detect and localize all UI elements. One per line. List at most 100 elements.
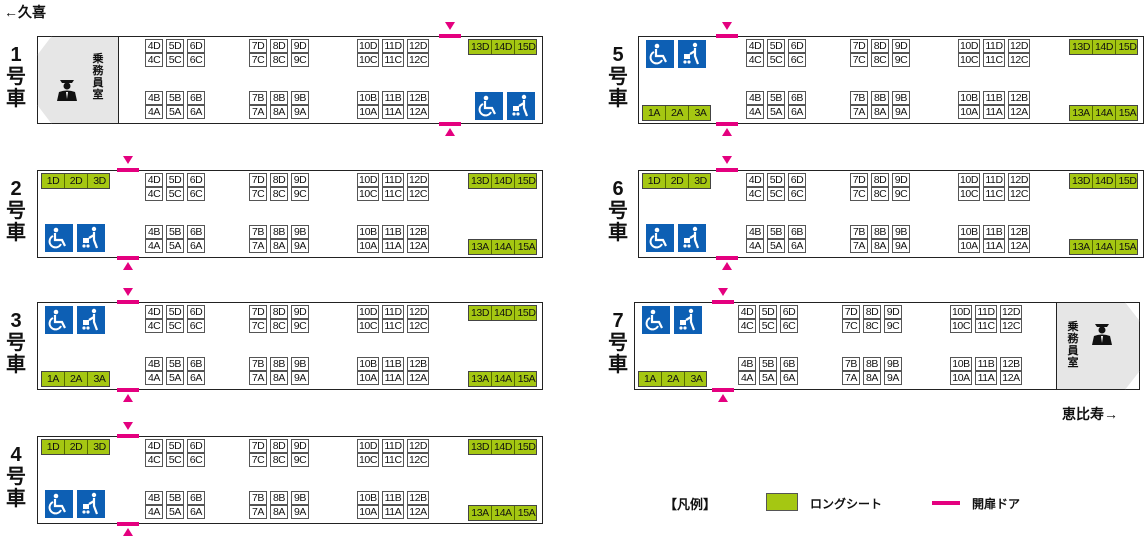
seat-6b[interactable]: 6B bbox=[187, 491, 205, 505]
seat-4c[interactable]: 4C bbox=[746, 187, 764, 201]
seat-8c[interactable]: 8C bbox=[871, 53, 889, 67]
seat-9c[interactable]: 9C bbox=[892, 187, 910, 201]
seat-7a[interactable]: 7A bbox=[842, 371, 860, 385]
seat-5b[interactable]: 5B bbox=[166, 491, 184, 505]
seat-4c[interactable]: 4C bbox=[738, 319, 756, 333]
seat-9b[interactable]: 9B bbox=[291, 91, 309, 105]
seat-5c[interactable]: 5C bbox=[166, 453, 184, 467]
seat-5c[interactable]: 5C bbox=[166, 53, 184, 67]
seat-5d[interactable]: 5D bbox=[166, 305, 184, 319]
seat-10d[interactable]: 10D bbox=[357, 173, 379, 187]
seat-4d[interactable]: 4D bbox=[746, 173, 764, 187]
seat-12a[interactable]: 12A bbox=[407, 239, 429, 253]
seat-11b[interactable]: 11B bbox=[983, 225, 1005, 239]
seat-6d[interactable]: 6D bbox=[187, 439, 205, 453]
seat-6c[interactable]: 6C bbox=[788, 53, 806, 67]
seat-10a[interactable]: 10A bbox=[958, 105, 980, 119]
seat-6a[interactable]: 6A bbox=[187, 239, 205, 253]
seat-10b[interactable]: 10B bbox=[357, 91, 379, 105]
seat-4d[interactable]: 4D bbox=[738, 305, 756, 319]
seat-12d[interactable]: 12D bbox=[407, 439, 429, 453]
seat-9a[interactable]: 9A bbox=[884, 371, 902, 385]
seat-8a[interactable]: 8A bbox=[863, 371, 881, 385]
seat-11b[interactable]: 11B bbox=[975, 357, 997, 371]
seat-11a[interactable]: 11A bbox=[382, 105, 404, 119]
seat-12b[interactable]: 12B bbox=[1008, 225, 1030, 239]
seat-7d[interactable]: 7D bbox=[249, 39, 267, 53]
seat-5d[interactable]: 5D bbox=[767, 173, 785, 187]
seat-10d[interactable]: 10D bbox=[950, 305, 972, 319]
seat-12c[interactable]: 12C bbox=[407, 187, 429, 201]
seat-7d[interactable]: 7D bbox=[850, 39, 868, 53]
seat-11d[interactable]: 11D bbox=[983, 173, 1005, 187]
seat-10d[interactable]: 10D bbox=[958, 173, 980, 187]
seat-6a[interactable]: 6A bbox=[187, 505, 205, 519]
seat-12a[interactable]: 12A bbox=[407, 505, 429, 519]
seat-9a[interactable]: 9A bbox=[892, 239, 910, 253]
seat-8b[interactable]: 8B bbox=[270, 225, 288, 239]
seat-12b[interactable]: 12B bbox=[1008, 91, 1030, 105]
seat-5c[interactable]: 5C bbox=[166, 187, 184, 201]
seat-4b[interactable]: 4B bbox=[145, 491, 163, 505]
seat-5c[interactable]: 5C bbox=[767, 187, 785, 201]
seat-10b[interactable]: 10B bbox=[357, 491, 379, 505]
seat-11d[interactable]: 11D bbox=[382, 39, 404, 53]
seat-10a[interactable]: 10A bbox=[958, 239, 980, 253]
seat-4b[interactable]: 4B bbox=[738, 357, 756, 371]
seat-7c[interactable]: 7C bbox=[249, 453, 267, 467]
seat-11a[interactable]: 11A bbox=[382, 371, 404, 385]
seat-8b[interactable]: 8B bbox=[270, 491, 288, 505]
seat-8c[interactable]: 8C bbox=[871, 187, 889, 201]
seat-12d[interactable]: 12D bbox=[407, 173, 429, 187]
seat-12c[interactable]: 12C bbox=[1000, 319, 1022, 333]
seat-4c[interactable]: 4C bbox=[746, 53, 764, 67]
seat-6d[interactable]: 6D bbox=[187, 173, 205, 187]
seat-4a[interactable]: 4A bbox=[746, 239, 764, 253]
seat-11c[interactable]: 11C bbox=[382, 187, 404, 201]
seat-6d[interactable]: 6D bbox=[780, 305, 798, 319]
seat-5a[interactable]: 5A bbox=[759, 371, 777, 385]
seat-7c[interactable]: 7C bbox=[850, 187, 868, 201]
seat-6c[interactable]: 6C bbox=[187, 187, 205, 201]
seat-7b[interactable]: 7B bbox=[850, 225, 868, 239]
seat-9b[interactable]: 9B bbox=[291, 357, 309, 371]
seat-5c[interactable]: 5C bbox=[767, 53, 785, 67]
seat-7d[interactable]: 7D bbox=[249, 439, 267, 453]
seat-5b[interactable]: 5B bbox=[767, 225, 785, 239]
seat-4b[interactable]: 4B bbox=[145, 225, 163, 239]
seat-11b[interactable]: 11B bbox=[382, 91, 404, 105]
seat-7d[interactable]: 7D bbox=[842, 305, 860, 319]
seat-8a[interactable]: 8A bbox=[270, 105, 288, 119]
seat-8b[interactable]: 8B bbox=[871, 91, 889, 105]
seat-9c[interactable]: 9C bbox=[291, 187, 309, 201]
seat-5d[interactable]: 5D bbox=[166, 39, 184, 53]
seat-11d[interactable]: 11D bbox=[382, 173, 404, 187]
seat-5b[interactable]: 5B bbox=[166, 91, 184, 105]
seat-4d[interactable]: 4D bbox=[145, 439, 163, 453]
seat-11a[interactable]: 11A bbox=[983, 239, 1005, 253]
seat-10c[interactable]: 10C bbox=[958, 53, 980, 67]
seat-5a[interactable]: 5A bbox=[166, 505, 184, 519]
seat-8d[interactable]: 8D bbox=[871, 39, 889, 53]
seat-9b[interactable]: 9B bbox=[291, 491, 309, 505]
seat-4b[interactable]: 4B bbox=[746, 91, 764, 105]
seat-7a[interactable]: 7A bbox=[249, 105, 267, 119]
seat-5d[interactable]: 5D bbox=[166, 173, 184, 187]
seat-6b[interactable]: 6B bbox=[187, 225, 205, 239]
seat-6c[interactable]: 6C bbox=[187, 453, 205, 467]
seat-4c[interactable]: 4C bbox=[145, 319, 163, 333]
seat-8d[interactable]: 8D bbox=[270, 305, 288, 319]
seat-11b[interactable]: 11B bbox=[983, 91, 1005, 105]
seat-10b[interactable]: 10B bbox=[958, 91, 980, 105]
seat-11d[interactable]: 11D bbox=[975, 305, 997, 319]
seat-6d[interactable]: 6D bbox=[788, 173, 806, 187]
seat-4a[interactable]: 4A bbox=[746, 105, 764, 119]
seat-12b[interactable]: 12B bbox=[407, 357, 429, 371]
